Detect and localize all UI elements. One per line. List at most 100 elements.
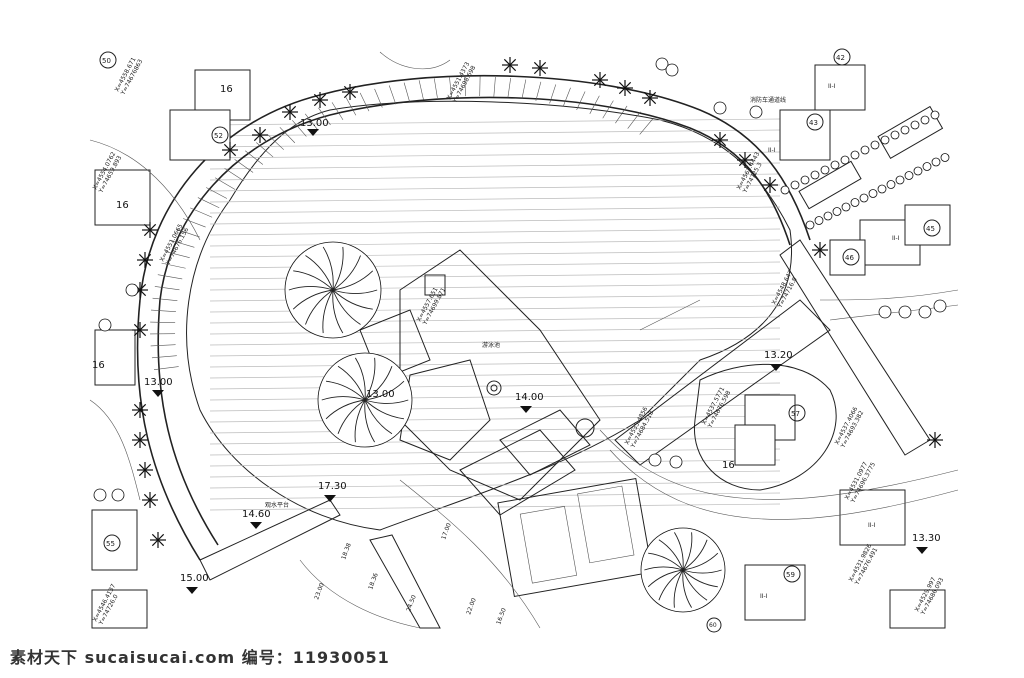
lot-number: 59 <box>786 571 795 579</box>
palm-tree <box>132 322 148 338</box>
tree-branch <box>321 396 366 401</box>
palm-tree <box>252 127 268 143</box>
tree-branch <box>354 399 366 443</box>
elevation-triangle <box>916 547 928 554</box>
hedge-shrub <box>940 153 950 162</box>
tree-branch <box>364 357 376 401</box>
water-hatch <box>209 151 781 159</box>
ring-tick <box>318 107 331 126</box>
elevation-triangle <box>520 406 532 413</box>
ring-tick <box>615 105 628 124</box>
water-hatch <box>209 239 781 247</box>
palm-tree <box>712 132 728 148</box>
ring-tick <box>388 85 397 105</box>
ring-tick <box>214 177 236 190</box>
palm-tree <box>222 142 238 158</box>
ring-tick <box>206 187 228 199</box>
elevation-label: 15.00 <box>180 573 209 584</box>
elevation-label: 14.60 <box>242 509 271 520</box>
lot-number: 55 <box>106 540 115 548</box>
water-hatch <box>209 459 781 467</box>
ring-tick <box>279 127 296 144</box>
tree-branch <box>682 569 718 588</box>
hedge-shrub <box>810 170 820 180</box>
ring-tick <box>267 134 284 150</box>
palm-tree <box>312 92 328 108</box>
tree-branch <box>648 552 684 571</box>
hedge-shrub <box>870 140 880 150</box>
ring-tick <box>464 76 466 97</box>
shrub <box>648 453 662 467</box>
tree-branch <box>647 569 684 588</box>
tree-branch <box>322 246 334 291</box>
tree-branch <box>658 539 684 571</box>
hedge-shrub <box>800 175 810 185</box>
water-hatch <box>209 327 781 335</box>
elevation-label: 13.00 <box>366 389 395 400</box>
tree-branch <box>288 286 334 291</box>
ring-tick <box>493 76 496 97</box>
hedge-shrub <box>900 125 910 135</box>
palm-tree <box>142 492 158 508</box>
water-hatch <box>209 492 781 500</box>
lot-markers: 50 16 52 16 16 55 42 43 45 46 57 16 59 6… <box>92 48 941 633</box>
lot-number: 16 <box>92 360 105 371</box>
tree-branch <box>332 255 361 291</box>
shrub <box>918 305 932 319</box>
water-hatch <box>209 162 781 170</box>
hedge-shrub <box>780 185 790 195</box>
elevation-label: 14.00 <box>515 392 544 403</box>
shrub <box>655 57 669 71</box>
ring-tick <box>627 111 641 129</box>
palm-tree <box>132 432 148 448</box>
water-hatch <box>209 195 781 203</box>
elevation-triangle <box>152 390 164 397</box>
hedge-shrub <box>931 157 941 167</box>
ring-tick <box>176 229 200 238</box>
hedge-shrub <box>868 189 878 198</box>
shrub <box>898 305 912 319</box>
tennis-courts <box>497 477 653 598</box>
elevation-triangle <box>307 129 319 136</box>
feature-trees <box>284 241 726 613</box>
tree-branch <box>332 246 344 291</box>
tree-branch <box>325 380 366 401</box>
ring-tick <box>256 142 274 158</box>
ring-tick <box>151 355 177 359</box>
unit-tag: II-I <box>768 147 776 154</box>
palm-tree <box>137 252 153 268</box>
ring-tick <box>576 91 586 110</box>
water-hatch <box>209 426 781 434</box>
shrub <box>665 63 679 77</box>
lot-number: 52 <box>214 132 223 140</box>
palm-tree <box>342 84 358 100</box>
tree-branch <box>364 399 393 435</box>
tree-branch <box>305 289 334 325</box>
hedge-shrub <box>890 130 900 140</box>
tree-branch <box>332 289 361 325</box>
hedge-shrub <box>880 135 890 145</box>
shrub <box>878 305 892 319</box>
water-hatch <box>209 415 781 423</box>
elevation-label: 13.30 <box>912 533 941 544</box>
palm-tree <box>150 532 166 548</box>
water-hatch <box>209 470 781 478</box>
elevation-label: 17.30 <box>318 481 347 492</box>
ring-tick <box>418 80 424 100</box>
ring-tick <box>245 150 264 165</box>
hedge-shrub <box>823 211 833 221</box>
palm-tree <box>592 72 608 88</box>
hedge-shrub <box>913 166 923 176</box>
hedge-shrub <box>922 162 932 171</box>
tree-branch <box>364 380 405 401</box>
hedge-shrub <box>895 175 905 185</box>
unit-tag: II-I <box>828 83 836 90</box>
tree-branch <box>364 366 393 401</box>
water-hatch <box>209 228 781 236</box>
hedge-shrub <box>877 184 887 194</box>
ring-tick <box>150 321 176 323</box>
tree-branch <box>292 289 334 310</box>
water-hatch <box>209 382 781 390</box>
hedge-shrub <box>841 202 851 212</box>
tree-branch <box>293 270 334 291</box>
